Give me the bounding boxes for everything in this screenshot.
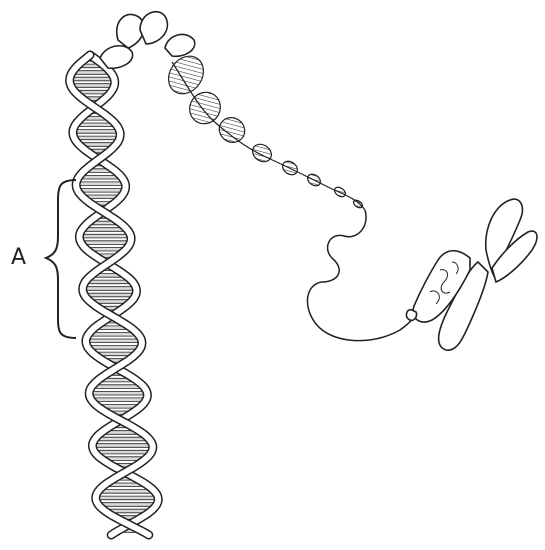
base-pair-rung — [74, 136, 120, 140]
base-pair-rung — [95, 450, 152, 454]
base-pair-rung — [79, 234, 130, 238]
base-pair-rung — [71, 84, 115, 88]
base-pair-rung — [89, 391, 147, 395]
base-pair-rung — [81, 241, 130, 245]
base-pair-rung — [88, 346, 141, 350]
base-pair-rung — [83, 287, 137, 291]
base-pair-rung — [96, 496, 158, 500]
base-pair-rung — [73, 130, 120, 134]
base-pair-rung — [84, 293, 135, 297]
helix-lobe — [214, 113, 249, 148]
base-pair-rung — [78, 189, 126, 193]
base-pair-rung — [76, 182, 125, 186]
helix-lobe — [249, 141, 275, 166]
base-pair-rung — [98, 490, 155, 494]
bracket — [46, 180, 76, 338]
bracket-label: A — [11, 245, 26, 270]
base-pair-rung — [95, 437, 149, 441]
condensing-helix-trail — [161, 49, 363, 209]
base-pair-rung — [86, 339, 142, 343]
base-pair-rung — [70, 77, 115, 81]
base-pair-rung — [92, 444, 152, 448]
chromatin-thread — [307, 210, 418, 341]
base-pair-rung — [91, 398, 146, 402]
chromosome — [406, 199, 537, 350]
helix-lobe — [184, 86, 227, 129]
base-pair-rung — [98, 503, 157, 507]
